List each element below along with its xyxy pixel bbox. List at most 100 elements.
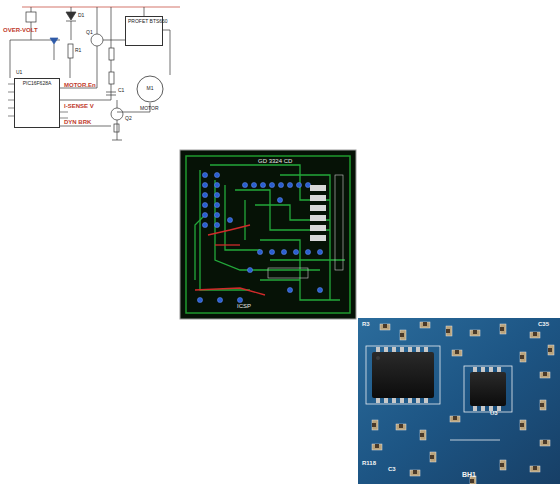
- smd-part: [530, 332, 540, 338]
- pcb-pad: [202, 192, 207, 197]
- silkscreen-text: BH1: [462, 471, 476, 478]
- chip-pin: [384, 347, 388, 352]
- pcb-pad: [202, 172, 207, 177]
- pcb-pad: [214, 202, 219, 207]
- diode-symbol: [66, 12, 76, 20]
- resistor-symbol: [109, 48, 114, 60]
- node-text: M1: [147, 86, 154, 92]
- transistor-symbol: [111, 108, 123, 120]
- pcb-pad: [281, 249, 286, 254]
- pcb-pad: [277, 197, 282, 202]
- chip: [470, 367, 506, 411]
- pcb-pad: [214, 212, 219, 217]
- smd-part: [372, 444, 382, 450]
- smd-part: [446, 326, 452, 336]
- smd-part: [420, 430, 426, 440]
- silkscreen-text: ICSP: [237, 303, 251, 309]
- pcb-pad: [214, 182, 219, 187]
- chip-pin: [473, 367, 477, 372]
- pcb-pad: [269, 182, 274, 187]
- pcb-pad: [317, 249, 322, 254]
- pcb-pad: [278, 182, 283, 187]
- mosfet-symbol: [26, 12, 36, 22]
- node-text: PIC16F628A: [17, 81, 57, 87]
- resistor-symbol: [68, 44, 73, 58]
- schematic: [8, 7, 180, 140]
- signal-name: MOTOR.En: [64, 82, 96, 88]
- part-name: Q1: [86, 30, 93, 35]
- chip-pin: [408, 398, 412, 403]
- pcb-pad: [217, 297, 222, 302]
- node-text: PROFET BTS660: [128, 19, 160, 25]
- smd-part: [400, 330, 406, 340]
- pcb-layout: [180, 150, 356, 319]
- pcb-pad: [214, 222, 219, 227]
- part-name: U1: [16, 70, 22, 75]
- smd-part: [500, 460, 506, 470]
- chip-pin: [489, 367, 493, 372]
- pcb-pad: [305, 182, 310, 187]
- smd-part: [540, 400, 546, 410]
- pcb-pad: [251, 182, 256, 187]
- pcb-pad: [287, 287, 292, 292]
- chip-pin: [376, 347, 380, 352]
- pcb-pad: [287, 182, 292, 187]
- smd-part: [540, 440, 550, 446]
- pcb-pad: [227, 217, 232, 222]
- chip-pin: [424, 347, 428, 352]
- pcb-pad: [214, 192, 219, 197]
- pcb-pad: [269, 249, 274, 254]
- silkscreen-text: R118: [362, 460, 376, 466]
- smd-part: [450, 416, 460, 422]
- part-name: D1: [78, 13, 84, 18]
- chip-pin: [392, 347, 396, 352]
- chip-pin: [481, 406, 485, 411]
- chip-pin: [481, 367, 485, 372]
- chip: [372, 347, 434, 403]
- motor-circle: M1: [136, 75, 164, 103]
- pcb-pad: [247, 267, 252, 272]
- part-name: R1: [75, 48, 81, 53]
- resistor-symbol: [109, 72, 114, 84]
- chip-pin: [408, 347, 412, 352]
- pcb-pad: [257, 249, 262, 254]
- pcb-pad: [202, 222, 207, 227]
- pcb-pad: [293, 249, 298, 254]
- smd-part: [540, 372, 550, 378]
- silkscreen-text: C35: [538, 321, 549, 327]
- chip-pin: [384, 398, 388, 403]
- smd-part: [530, 466, 540, 472]
- smd-part: [548, 345, 554, 355]
- smd-part: [410, 470, 420, 476]
- signal-name: DYN BRK: [64, 119, 91, 125]
- pcb-pad: [305, 249, 310, 254]
- pcb-pad: [260, 182, 265, 187]
- pcb-pad: [202, 182, 207, 187]
- pcb-pad: [202, 202, 207, 207]
- smd-part: [430, 452, 436, 462]
- transistor-symbol: [91, 34, 103, 46]
- chip-pin: [392, 398, 396, 403]
- pcb-pad: [317, 287, 322, 292]
- smd-part: [420, 322, 430, 328]
- pcb-pad: [214, 172, 219, 177]
- chip-pin: [424, 398, 428, 403]
- pcb-pad: [296, 182, 301, 187]
- resistor-symbol: [114, 124, 119, 132]
- smd-part: [520, 352, 526, 362]
- smd-part: [520, 420, 526, 430]
- pcb-pad: [242, 182, 247, 187]
- part-name: C1: [118, 88, 124, 93]
- part-name: MOTOR: [140, 106, 159, 111]
- silkscreen-text: R3: [362, 321, 370, 327]
- smd-part: [470, 330, 480, 336]
- smd-part: [396, 424, 406, 430]
- smd-part: [380, 324, 390, 330]
- switch-box: PROFET BTS660: [125, 16, 163, 46]
- smd-part: [372, 420, 378, 430]
- chip-pin: [497, 367, 501, 372]
- part-name: Q2: [125, 116, 132, 121]
- chip-pin: [473, 406, 477, 411]
- signal-name: I-SENSE V: [64, 103, 94, 109]
